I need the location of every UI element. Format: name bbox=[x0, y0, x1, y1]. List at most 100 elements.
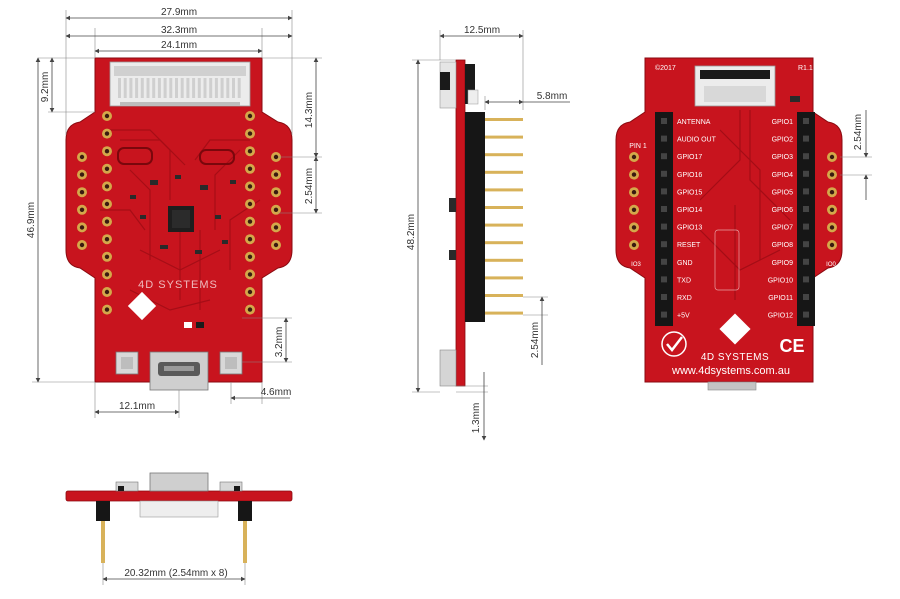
header-pin bbox=[485, 170, 523, 174]
plated-hole-drill bbox=[829, 207, 835, 212]
pin-label: GPIO15 bbox=[677, 189, 702, 196]
fpc-tooth bbox=[232, 78, 235, 98]
plated-hole-drill bbox=[247, 166, 253, 171]
pin-label: GPIO9 bbox=[772, 260, 794, 267]
header-socket bbox=[803, 118, 809, 124]
front-traces bbox=[100, 129, 261, 311]
back-dimensions: 2.54mm bbox=[840, 110, 872, 200]
dim-side-pitch: 2.54mm bbox=[530, 322, 541, 358]
header-socket bbox=[803, 153, 809, 160]
plated-hole-drill bbox=[247, 113, 253, 119]
bottom-pcb bbox=[65, 490, 293, 502]
plated-hole-drill bbox=[631, 207, 637, 212]
header-socket bbox=[661, 118, 667, 124]
bottom-fpc-connector bbox=[139, 500, 219, 518]
header-pin bbox=[485, 276, 523, 280]
back-usb bbox=[707, 381, 757, 391]
back-right-pin-labels: GPIO1GPIO2GPIO3GPIO4GPIO5GPIO6GPIO7GPIO8… bbox=[768, 119, 793, 320]
fpc-tooth bbox=[118, 78, 121, 98]
front-smd-components bbox=[130, 175, 236, 254]
plated-hole-drill bbox=[829, 172, 835, 177]
dim-height: 46.9mm bbox=[26, 202, 37, 238]
svg-text:4D: 4D bbox=[136, 302, 148, 312]
bottom-right-pin bbox=[243, 521, 247, 563]
pin-label: ANTENNA bbox=[677, 119, 711, 126]
front-view: 4D 4D SYSTEMS 27.9mm bbox=[26, 7, 322, 418]
plated-hole-drill bbox=[247, 307, 253, 312]
header-socket bbox=[661, 206, 667, 212]
side-header-block bbox=[465, 112, 485, 322]
plated-hole-drill bbox=[247, 254, 253, 259]
dim-pitch-front: 2.54mm bbox=[304, 168, 315, 204]
back-right-side-label: IO0 bbox=[826, 262, 836, 268]
fpc-tooth bbox=[197, 78, 201, 98]
plated-hole-drill bbox=[247, 131, 253, 136]
front-user-button bbox=[219, 351, 243, 375]
plated-hole-drill bbox=[79, 225, 85, 230]
plated-hole-drill bbox=[79, 172, 85, 177]
pin-label: GPIO4 bbox=[772, 172, 794, 179]
bottom-left-header bbox=[96, 501, 110, 521]
plated-hole-drill bbox=[104, 289, 110, 295]
side-header-pins bbox=[485, 118, 523, 315]
plated-hole-drill bbox=[273, 172, 279, 177]
fpc-tooth bbox=[157, 78, 161, 98]
pin-label: GPIO3 bbox=[772, 154, 794, 161]
plated-hole-drill bbox=[273, 242, 279, 248]
back-year: ©2017 bbox=[655, 64, 676, 72]
plated-hole-drill bbox=[247, 219, 253, 224]
pin-label: GPIO6 bbox=[772, 207, 794, 214]
pin-label: GPIO11 bbox=[768, 295, 793, 302]
header-socket bbox=[803, 241, 809, 248]
plated-hole-drill bbox=[104, 307, 110, 312]
header-socket bbox=[661, 188, 667, 195]
plated-hole-drill bbox=[79, 190, 85, 195]
fpc-tooth bbox=[237, 78, 241, 98]
header-pin bbox=[485, 223, 523, 227]
fpc-tooth bbox=[123, 78, 127, 98]
plated-hole-drill bbox=[829, 154, 835, 160]
fpc-tooth bbox=[146, 78, 150, 98]
pin-label: GPIO16 bbox=[677, 172, 702, 179]
fpc-tooth bbox=[214, 78, 218, 98]
plated-hole-drill bbox=[631, 172, 637, 177]
header-socket bbox=[803, 223, 809, 230]
plated-hole-drill bbox=[247, 201, 253, 207]
back-rev: R1.1 bbox=[798, 65, 813, 72]
plated-hole-drill bbox=[273, 207, 279, 212]
fpc-tooth bbox=[226, 78, 230, 98]
bottom-usb bbox=[149, 472, 209, 492]
header-socket bbox=[661, 294, 667, 300]
pin-label: GPIO14 bbox=[677, 207, 702, 214]
fpc-tooth bbox=[180, 78, 184, 98]
back-left-header bbox=[655, 112, 673, 326]
fpc-tooth bbox=[203, 78, 207, 98]
plated-hole-drill bbox=[247, 272, 253, 277]
plated-hole-drill bbox=[104, 166, 110, 171]
back-url: www.4dsystems.com.au bbox=[671, 365, 790, 377]
header-pin bbox=[485, 258, 523, 262]
plated-hole-drill bbox=[104, 219, 110, 224]
pin-label: GPIO10 bbox=[768, 277, 793, 284]
fpc-tooth bbox=[129, 78, 133, 98]
header-socket bbox=[803, 276, 809, 283]
fpc-tooth bbox=[175, 78, 178, 98]
dim-side-bottom: 1.3mm bbox=[471, 403, 482, 434]
header-pin bbox=[485, 206, 523, 209]
plated-hole-drill bbox=[79, 207, 85, 212]
plated-hole-drill bbox=[104, 201, 110, 207]
fpc-tooth bbox=[209, 78, 213, 98]
header-socket bbox=[803, 135, 809, 142]
fpc-tooth bbox=[220, 78, 224, 98]
front-brand-text: 4D SYSTEMS bbox=[138, 279, 218, 291]
plated-hole-drill bbox=[247, 149, 253, 154]
header-pin bbox=[485, 188, 523, 192]
side-usb bbox=[439, 349, 457, 387]
pin-label: GND bbox=[677, 260, 693, 267]
front-crystal-right bbox=[199, 149, 235, 165]
plated-hole-drill bbox=[631, 242, 637, 248]
plated-hole-drill bbox=[273, 154, 279, 160]
header-socket bbox=[803, 188, 809, 195]
